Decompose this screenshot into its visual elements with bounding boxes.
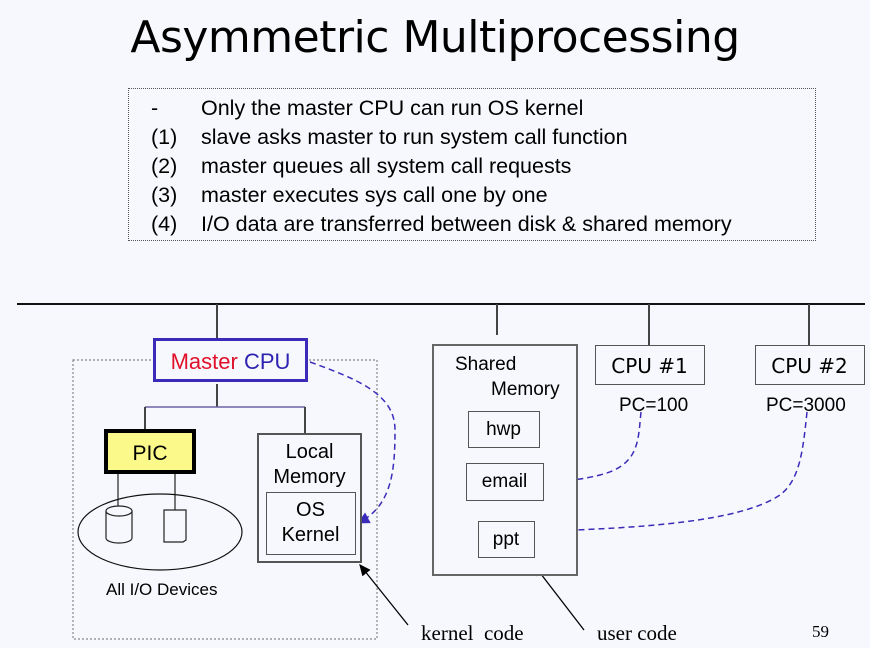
- kernel-code-arrow: [359, 563, 409, 626]
- local-memory-line2: Memory: [273, 466, 346, 488]
- program-hwp: hwp: [468, 411, 540, 448]
- program-label: email: [481, 471, 528, 492]
- device-icon: [163, 509, 187, 543]
- cpu2-to-ppt-arrow: [544, 411, 808, 537]
- cpu1-box: CPU #1: [595, 345, 705, 385]
- program-label: ppt: [492, 529, 520, 550]
- master-word: Master: [170, 349, 238, 374]
- master-cpu-box: Master CPU: [153, 338, 308, 382]
- cpu1-pc: PC=100: [619, 395, 689, 416]
- bullet-text: slave asks master to run system call fun…: [201, 125, 628, 149]
- bullet-box: - Only the master CPU can run OS kernel (…: [128, 88, 816, 241]
- os-kernel-line1: OS: [296, 499, 325, 521]
- os-kernel-box: OS Kernel: [266, 492, 356, 555]
- local-memory-line1: Local: [285, 441, 334, 463]
- slide-title: Asymmetric Multiprocessing: [130, 12, 740, 63]
- bullet-marker: (3): [151, 183, 178, 207]
- bullet-marker: -: [151, 96, 159, 120]
- bullet-text: master queues all system call requests: [201, 154, 572, 178]
- io-devices-label: All I/O Devices: [106, 580, 218, 599]
- pic-box: PIC: [104, 429, 196, 474]
- program-ppt: ppt: [478, 521, 535, 558]
- disk-icon: [105, 505, 133, 544]
- user-code-label: user code: [597, 621, 677, 645]
- shared-memory-line1: Shared: [455, 354, 517, 375]
- cpu1-to-email-arrow: [537, 411, 642, 489]
- program-label: hwp: [486, 419, 521, 440]
- bullet-text: I/O data are transferred between disk & …: [201, 212, 732, 236]
- bullet-text: master executes sys call one by one: [201, 183, 548, 207]
- cpu1-label: CPU #1: [611, 354, 688, 378]
- cpu-word: CPU: [243, 349, 291, 374]
- cpu2-label: CPU #2: [771, 354, 848, 378]
- bullet-marker: (4): [151, 212, 178, 236]
- cpu2-box: CPU #2: [755, 345, 865, 385]
- bullet-text: Only the master CPU can run OS kernel: [201, 96, 584, 120]
- master-to-kernel-arrow: [309, 361, 396, 524]
- bullet-marker: (2): [151, 154, 178, 178]
- page-number: 59: [812, 622, 829, 641]
- io-devices-ellipse: [77, 493, 243, 571]
- shared-memory-line2: Memory: [491, 379, 560, 400]
- program-email: email: [466, 463, 544, 501]
- pic-label: PIC: [132, 442, 168, 465]
- os-kernel-line2: Kernel: [281, 524, 340, 546]
- kernel-code-label: kernel code: [421, 621, 524, 645]
- cpu2-pc: PC=3000: [766, 395, 846, 416]
- local-memory-box: Local Memory OS Kernel: [257, 433, 362, 563]
- shared-memory-box: Shared Memory hwp email ppt: [432, 344, 578, 576]
- bullet-marker: (1): [151, 125, 178, 149]
